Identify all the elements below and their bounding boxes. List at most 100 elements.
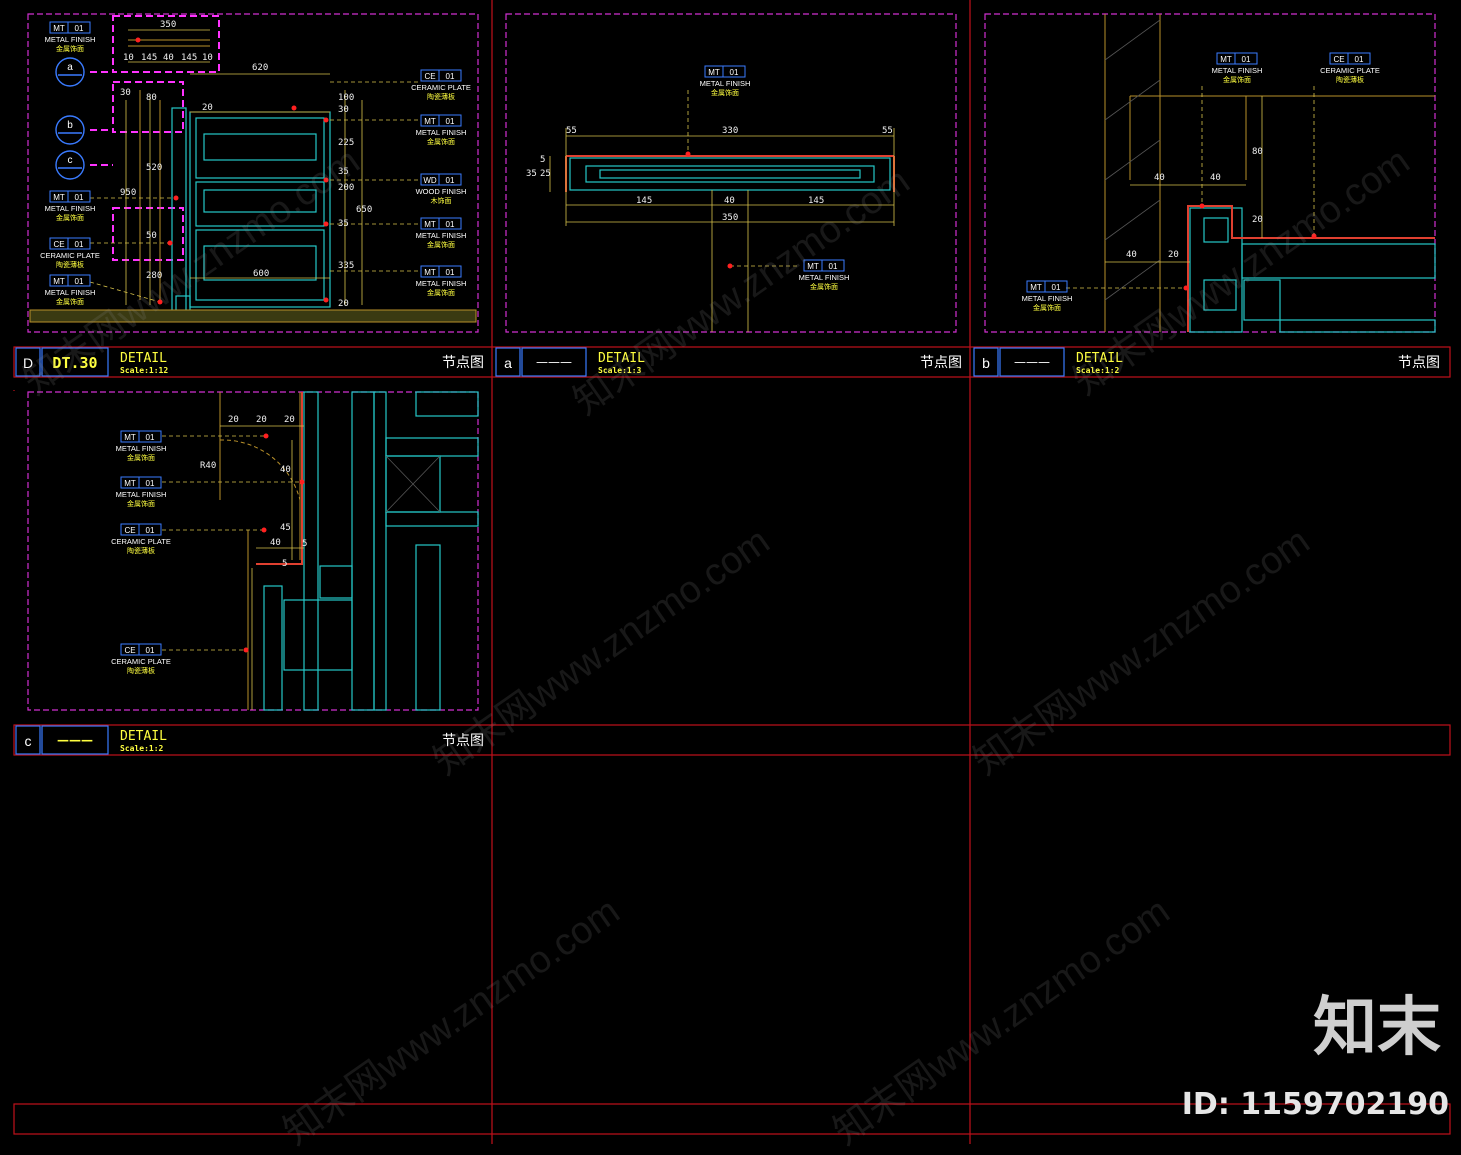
tag-english: METAL FINISH	[416, 128, 467, 137]
brand-logo: 知末	[1313, 991, 1441, 1065]
callout-c-label: c	[68, 155, 73, 166]
dim-d-620: 620	[252, 63, 268, 73]
title-c-scale: Scale:1:2	[120, 744, 164, 753]
tag-code: CE	[424, 72, 435, 81]
title-d-cn: 节点图	[442, 355, 484, 371]
view-c-drawing	[162, 391, 479, 711]
dim-c-20a: 20	[228, 415, 239, 425]
tag-chinese: 金属饰面	[427, 240, 455, 249]
tag-code: MT	[424, 268, 436, 277]
title-b-scale: Scale:1:2	[1076, 366, 1120, 375]
dim-d-35b: 35	[338, 219, 349, 229]
tag-code: WD	[423, 176, 437, 185]
tag-number: 01	[75, 240, 84, 249]
title-a-code: ———	[536, 355, 572, 369]
dim-b-40c: 40	[1126, 250, 1137, 260]
dim-c-20b: 20	[256, 415, 267, 425]
dim-d-40: 40	[163, 53, 174, 63]
dim-d-350: 350	[160, 20, 176, 30]
dim-d-145a: 145	[141, 53, 157, 63]
tag-code: CE	[1333, 55, 1344, 64]
title-b-code: ———	[1014, 355, 1050, 369]
title-d-scale: Scale:1:12	[120, 366, 168, 375]
tag-number: 01	[1242, 55, 1251, 64]
tag-chinese: 金属饰面	[127, 453, 155, 462]
view-b-dimensions: 40 40 80 20 40 20	[1126, 147, 1263, 260]
title-c-cn: 节点图	[442, 733, 484, 749]
tag-english: METAL FINISH	[45, 35, 96, 44]
view-b-drawing	[1066, 14, 1436, 333]
tag-number: 01	[446, 117, 455, 126]
tag-number: 01	[75, 277, 84, 286]
view-c-dimensions: 20 20 20 R40 40 45 40 5 5	[200, 415, 307, 569]
dim-d-520: 520	[146, 163, 162, 173]
tag-number: 01	[75, 193, 84, 202]
view-d-drawing	[29, 15, 477, 323]
tag-english: METAL FINISH	[700, 79, 751, 88]
dim-d-650: 650	[356, 205, 372, 215]
dim-a-5: 5	[540, 155, 545, 165]
dim-a-330: 330	[722, 126, 738, 136]
tag-code: MT	[1030, 283, 1042, 292]
dim-d-35a: 35	[338, 167, 349, 177]
title-block-a: a ——— DETAIL Scale:1:3 节点图	[495, 347, 962, 377]
dim-a-35: 35	[526, 169, 537, 179]
tag-chinese: 陶瓷薄板	[127, 546, 155, 555]
dim-b-20b: 20	[1168, 250, 1179, 260]
tag-number: 01	[446, 72, 455, 81]
tag-code: MT	[1220, 55, 1232, 64]
dim-d-10a: 10	[123, 53, 134, 63]
dim-c-5b: 5	[282, 559, 287, 569]
dim-d-80: 80	[146, 93, 157, 103]
dim-c-40a: 40	[280, 465, 291, 475]
dim-c-r40: R40	[200, 461, 216, 471]
tag-code: MT	[53, 193, 65, 202]
title-b-letter: b	[982, 355, 990, 371]
title-block-d: D DT.30 DETAIL Scale:1:12 节点图	[15, 347, 484, 377]
title-b-detail: DETAIL	[1076, 351, 1123, 366]
dim-b-40b: 40	[1210, 173, 1221, 183]
tag-english: CERAMIC PLATE	[411, 83, 471, 92]
dim-d-30: 30	[338, 105, 349, 115]
tag-chinese: 陶瓷薄板	[56, 260, 84, 269]
dim-c-40b: 40	[270, 538, 281, 548]
title-block-c: c ——— DETAIL Scale:1:2 节点图	[15, 725, 484, 755]
tag-code: MT	[53, 277, 65, 286]
tag-number: 01	[146, 526, 155, 535]
tag-chinese: 金属饰面	[56, 297, 84, 306]
dim-d-950: 950	[120, 188, 136, 198]
dim-a-350: 350	[722, 213, 738, 223]
tag-number: 01	[1052, 283, 1061, 292]
tag-chinese: 陶瓷薄板	[427, 92, 455, 101]
dim-d-280: 280	[146, 271, 162, 281]
dim-c-45: 45	[280, 523, 291, 533]
dim-d-50: 50	[146, 231, 157, 241]
tag-chinese: 金属饰面	[711, 88, 739, 97]
viewport-c-frame	[27, 391, 479, 711]
tag-code: MT	[124, 433, 136, 442]
tag-code: CE	[124, 526, 135, 535]
viewport-a-frame	[505, 13, 957, 333]
tag-chinese: 金属饰面	[427, 288, 455, 297]
tag-number: 01	[446, 220, 455, 229]
title-block-b: b ——— DETAIL Scale:1:2 节点图	[973, 347, 1440, 377]
dim-d-145b: 145	[181, 53, 197, 63]
tag-english: WOOD FINISH	[416, 187, 467, 196]
view-a-dimensions: 55 330 55 35 25 5 145 40 145 350	[526, 126, 893, 223]
title-a-scale: Scale:1:3	[598, 366, 642, 375]
tag-english: CERAMIC PLATE	[40, 251, 100, 260]
image-id: ID: 1159702190	[1181, 1087, 1449, 1122]
tag-chinese: 金属饰面	[56, 213, 84, 222]
tag-english: METAL FINISH	[116, 444, 167, 453]
